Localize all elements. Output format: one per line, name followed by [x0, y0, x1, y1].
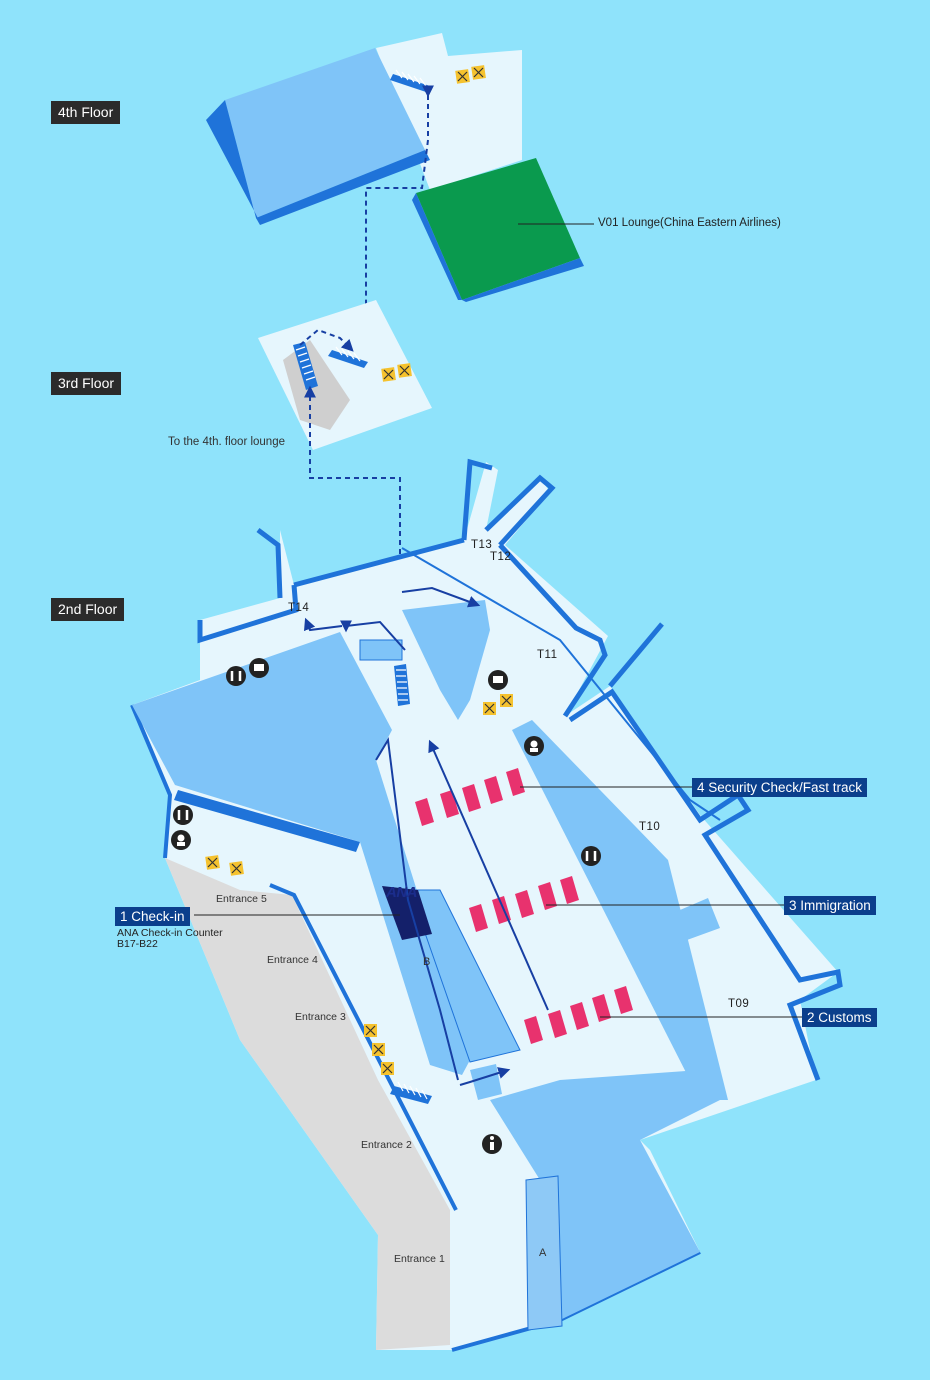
leader-lines — [194, 786, 802, 1018]
ana-checkin-counter[interactable] — [382, 886, 432, 940]
escalator-icon — [293, 342, 318, 390]
floor-label-2nd: 2nd Floor — [51, 598, 125, 621]
gate-label: T10 — [639, 821, 661, 833]
information-icon — [482, 1134, 502, 1154]
checkin-callout[interactable]: 1 Check-in — [115, 907, 190, 926]
counter-b-label: B — [423, 956, 431, 968]
fourth-floor-plan — [206, 33, 594, 350]
floor-label-3rd: 3rd Floor — [51, 372, 122, 395]
restroom-icon — [226, 666, 246, 686]
escalator-icon — [394, 664, 410, 706]
third-floor-note: To the 4th. floor lounge — [168, 436, 285, 448]
entrance-label: Entrance 2 — [361, 1139, 412, 1151]
immigration-callout[interactable]: 3 Immigration — [784, 896, 876, 915]
gate-label: T14 — [288, 602, 310, 614]
restroom-icon — [173, 805, 193, 825]
escalator-icon — [390, 69, 430, 92]
entrance-label: Entrance 1 — [394, 1253, 445, 1265]
lounge-area[interactable] — [416, 158, 580, 300]
gate-label: T09 — [728, 998, 750, 1010]
smoking-area-icon — [455, 65, 486, 84]
gate-label: T11 — [537, 649, 558, 661]
entrance-label: Entrance 3 — [295, 1011, 346, 1023]
nursing-room-icon — [488, 670, 508, 690]
entrance-label: Entrance 4 — [267, 954, 318, 966]
flow-arrows — [303, 586, 549, 1086]
checkin-gates: B17-B22 — [117, 938, 158, 950]
baby-icon — [524, 736, 544, 756]
gate-label: T12 — [490, 551, 512, 563]
lounge-label[interactable]: V01 Lounge(China Eastern Airlines) — [598, 217, 781, 229]
restroom-icon — [581, 846, 601, 866]
counter-a-label: A — [539, 1247, 547, 1259]
second-floor-plan — [130, 458, 843, 1352]
ana-logo: ANA — [386, 884, 418, 901]
baby-icon — [171, 830, 191, 850]
customs-callout[interactable]: 2 Customs — [802, 1008, 877, 1027]
floor-label-4th: 4th Floor — [51, 101, 121, 124]
security-check-callout[interactable]: 4 Security Check/Fast track — [692, 778, 868, 797]
checkin-subtitle: ANA Check-in Counter — [117, 927, 223, 939]
smoking-area-icon — [381, 363, 412, 382]
escalator-icon — [390, 1081, 432, 1104]
nursing-room-icon — [249, 658, 269, 678]
escalator-icon — [328, 346, 368, 368]
third-floor-plan — [258, 300, 432, 680]
entrance-label: Entrance 5 — [216, 893, 267, 905]
gate-label: T13 — [471, 539, 493, 551]
smoking-area-icon — [205, 694, 513, 1075]
